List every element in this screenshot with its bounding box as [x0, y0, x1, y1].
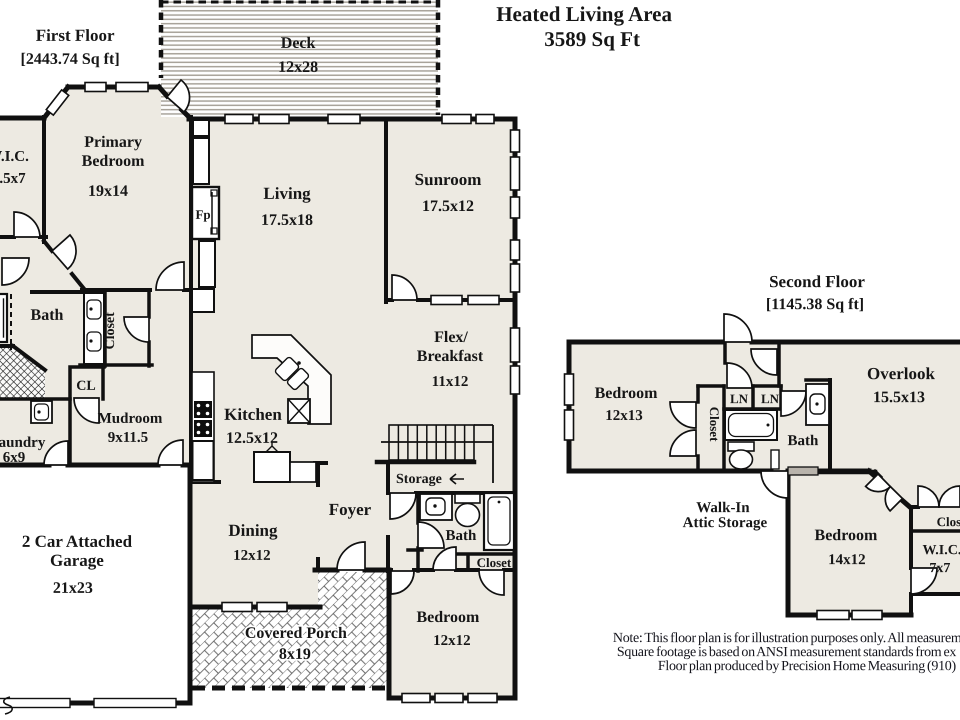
svg-text:Overlook: Overlook [867, 364, 936, 383]
svg-text:Covered Porch: Covered Porch [245, 625, 347, 642]
svg-text:Closet: Closet [477, 555, 512, 570]
svg-text:Breakfast: Breakfast [417, 348, 484, 365]
svg-text:Mudroom: Mudroom [98, 411, 163, 427]
svg-text:Garage: Garage [50, 551, 104, 570]
svg-text:Bedroom: Bedroom [815, 527, 878, 544]
svg-text:Fp: Fp [195, 207, 210, 222]
svg-text:W.I.C.: W.I.C. [0, 149, 29, 165]
svg-text:Bath: Bath [446, 528, 478, 544]
svg-text:9x11.5: 9x11.5 [108, 430, 148, 446]
svg-text:17.5x12: 17.5x12 [422, 198, 474, 215]
svg-text:Closet: Closet [937, 514, 960, 529]
svg-text:Attic Storage: Attic Storage [683, 515, 768, 531]
svg-text:[1145.38 Sq ft]: [1145.38 Sq ft] [766, 296, 864, 313]
svg-text:Walk-In: Walk-In [696, 500, 750, 516]
svg-text:Floor plan produced by Precisi: Floor plan produced by Precision Home Me… [658, 659, 957, 674]
svg-text:6x9: 6x9 [3, 450, 26, 466]
svg-text:21x23: 21x23 [53, 580, 93, 597]
svg-text:3589 Sq Ft: 3589 Sq Ft [544, 27, 640, 51]
svg-text:Bath: Bath [31, 307, 64, 324]
svg-text:Bedroom: Bedroom [595, 385, 658, 402]
svg-text:Closet: Closet [103, 312, 118, 350]
svg-text:Note: This floor plan is for i: Note: This floor plan is for illustratio… [613, 631, 960, 646]
svg-text:12.5x12: 12.5x12 [226, 430, 278, 447]
svg-text:Flex/: Flex/ [434, 329, 468, 346]
svg-text:LN: LN [761, 391, 780, 406]
svg-text:2 Car Attached: 2 Car Attached [22, 532, 133, 551]
svg-text:17.5x18: 17.5x18 [261, 212, 313, 229]
svg-text:12x12: 12x12 [233, 548, 271, 564]
svg-text:First Floor: First Floor [36, 26, 115, 45]
svg-text:Closet: Closet [707, 407, 722, 442]
svg-text:W.I.C.: W.I.C. [923, 543, 960, 558]
svg-text:CL: CL [76, 379, 95, 394]
svg-text:Bedroom: Bedroom [82, 153, 145, 170]
svg-text:Square footage is based on ANS: Square footage is based on ANSI measurem… [617, 645, 957, 660]
svg-text:Heated Living Area: Heated Living Area [496, 2, 672, 26]
svg-text:Sunroom: Sunroom [415, 170, 482, 189]
svg-text:Primary: Primary [84, 134, 142, 151]
svg-text:14x12: 14x12 [828, 552, 866, 568]
svg-text:12x12: 12x12 [433, 633, 471, 649]
svg-text:15.5x13: 15.5x13 [873, 389, 925, 406]
svg-text:[2443.74 Sq ft]: [2443.74 Sq ft] [21, 51, 120, 68]
svg-text:Foyer: Foyer [329, 500, 372, 519]
svg-text:Dining: Dining [228, 521, 278, 540]
svg-text:11x12: 11x12 [432, 374, 469, 390]
svg-text:19x14: 19x14 [88, 183, 128, 200]
svg-text:12x13: 12x13 [605, 408, 643, 424]
svg-text:17.5x7: 17.5x7 [0, 171, 26, 187]
svg-text:LN: LN [730, 391, 749, 406]
svg-text:Kitchen: Kitchen [224, 405, 282, 424]
svg-text:Laundry: Laundry [0, 435, 46, 451]
svg-text:8x19: 8x19 [279, 646, 311, 663]
svg-text:Living: Living [263, 184, 311, 203]
svg-text:Second Floor: Second Floor [769, 272, 865, 291]
svg-text:Deck: Deck [281, 35, 316, 52]
svg-text:Storage: Storage [396, 472, 442, 487]
svg-text:Bath: Bath [788, 433, 820, 449]
svg-text:Bedroom: Bedroom [417, 609, 480, 626]
svg-text:7x7: 7x7 [929, 561, 950, 576]
svg-text:12x28: 12x28 [278, 59, 318, 76]
